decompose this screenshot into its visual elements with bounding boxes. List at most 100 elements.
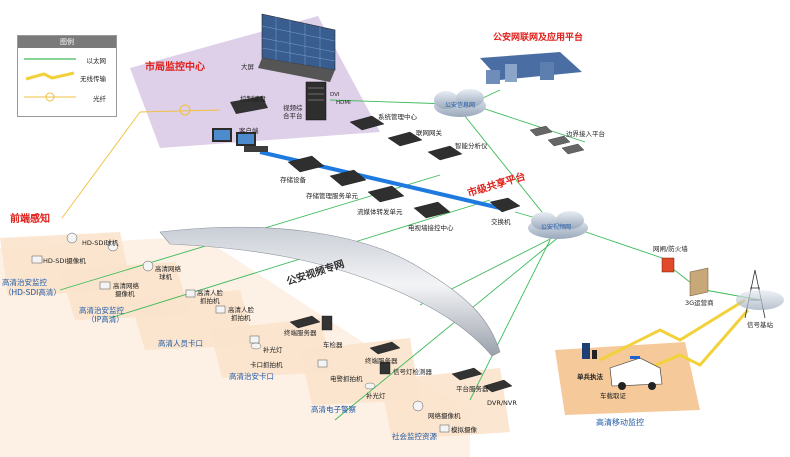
police-platform-building [480, 52, 582, 84]
face-cam-a-label-2: 抓拍机 [200, 297, 220, 305]
fill-light-2-label: 补光灯 [366, 392, 386, 400]
switch-label: 交换机 [491, 218, 511, 226]
border-access-devices [529, 125, 585, 155]
legend-box: 图例 以太网 无线传输 光纤 [17, 35, 117, 117]
system-mgmt-label: 系统管理中心 [378, 113, 417, 121]
hdmi-label: HDMI [336, 100, 351, 106]
signal-detector-label: 信号灯检测器 [393, 368, 432, 376]
stream-label: 流媒体转发单元 [357, 208, 403, 216]
legend-fiber: 光纤 [18, 90, 116, 104]
cloud-info-net [434, 89, 486, 117]
signal-detector-device [379, 361, 391, 375]
platform-server-label: 平台服务器 [456, 385, 489, 393]
single-police-device [582, 343, 597, 359]
base-station-label: 信号基站 [747, 321, 773, 329]
video-platform-server [305, 81, 327, 121]
border-label: 边界接入平台 [566, 130, 605, 138]
firewall-label: 网闸/防火墙 [653, 245, 688, 253]
title-mobile-monitoring: 高清移动监控 [596, 418, 644, 427]
checkpoint-tile [210, 318, 333, 378]
face-cam-b-label-2: 抓拍机 [231, 314, 251, 322]
ip-ball-cam [142, 260, 154, 272]
tvwall-label: 电视墙接控中心 [408, 224, 454, 232]
police-cam [317, 359, 328, 368]
checkpoint-label: 高清治安卡口 [229, 372, 274, 381]
system-mgmt-device [349, 115, 385, 131]
analysis-label: 智能分析仪 [455, 142, 488, 150]
video-net-label: 公安视频网 [541, 224, 572, 231]
legend-title: 图例 [18, 36, 116, 48]
legend-fiber-label: 光纤 [93, 95, 106, 103]
ip-group-label-1: 高清治安监控 [79, 306, 124, 315]
terminal-server-2-label: 终端服务器 [365, 357, 398, 365]
stream-device [367, 185, 405, 203]
fill-light-1-label: 补光灯 [263, 346, 283, 354]
ip-cam-label-1: 高清网络 [113, 282, 139, 290]
gateway-label: 联网网关 [416, 129, 442, 137]
ip-ball-label-2: 球机 [159, 273, 172, 281]
social-resources-label: 社会监控资源 [392, 432, 437, 441]
legend-wireless: 无线传输 [18, 70, 116, 84]
operator-label: 3G运营商 [685, 299, 714, 307]
storage-mgmt-device [329, 169, 367, 187]
cloud-video-net [528, 211, 588, 239]
vehicle-detector-label: 车检器 [323, 341, 343, 349]
tvwall-device [413, 201, 451, 219]
storage-label: 存储设备 [280, 176, 306, 184]
title-city-center: 市局监控中心 [145, 62, 205, 73]
keyboard-label: 控制键盘 [240, 95, 266, 103]
analog-cam-label: 模拟摄像 [451, 426, 477, 434]
vehicle-label: 车载取证 [600, 392, 626, 400]
face-cam-b [215, 305, 226, 314]
wireless-link-1 [599, 298, 746, 362]
dvr-nvr-device [483, 379, 513, 393]
fill-light-1-device [250, 342, 262, 350]
firewall-device [661, 257, 675, 273]
keyboard-device [230, 96, 268, 114]
face-cam-a [185, 289, 196, 298]
face-cam-a-label-1: 高清人脸 [197, 289, 223, 297]
title-police-platform: 公安网联网及应用平台 [493, 33, 584, 43]
gate-cam [249, 335, 260, 344]
ip-group-label-2: （IP高清） [87, 315, 124, 324]
ip-cam-label-2: 摄像机 [115, 290, 135, 298]
hdsdi-group-label-1: 高清治安监控 [2, 278, 47, 287]
platform-server-device [451, 367, 483, 381]
fill-light-2-device [364, 382, 376, 390]
legend-wireless-label: 无线传输 [80, 75, 106, 83]
e-police-label: 高清电子警察 [311, 405, 356, 414]
info-net-label: 公安信息网 [445, 102, 476, 109]
dvr-nvr-label: DVR/NVR [487, 399, 517, 407]
network-cam-device [412, 400, 424, 412]
ip-cam [99, 281, 111, 290]
hdsdi-cam-label: HD-SDI摄像机 [43, 257, 86, 265]
operator-box [689, 267, 709, 297]
client-workstation [212, 128, 268, 152]
analog-cam-device [439, 424, 450, 433]
hdsdi-ball-cam [66, 232, 78, 244]
video-platform-label-2: 合平台 [283, 112, 303, 120]
legend-ethernet: 以太网 [18, 52, 116, 66]
big-screen-label: 大屏 [241, 63, 254, 71]
gate-capture-label: 卡口抓拍机 [250, 361, 283, 369]
title-front-perception: 前端感知 [10, 214, 50, 225]
gateway-device [387, 131, 423, 147]
ip-ball-label-1: 高清网络 [155, 265, 181, 273]
switch-device [489, 197, 521, 213]
storage-device [287, 155, 325, 173]
network-cam-label: 网络摄像机 [428, 412, 461, 420]
person-checkpoint-label: 高清人员卡口 [158, 339, 203, 348]
fiber-line-icon [24, 92, 76, 102]
big-screen-wall [258, 13, 336, 82]
single-police-label: 单兵执法 [577, 373, 603, 381]
police-capture-label: 电警抓拍机 [330, 375, 363, 383]
hdsdi-ball-label: HD-SDI球机 [82, 239, 119, 247]
terminal-server-2-device [369, 341, 401, 355]
analysis-device [427, 145, 463, 161]
video-platform-label-1: 视频综 [283, 104, 303, 112]
face-cam-b-label-1: 高清人脸 [228, 306, 254, 314]
dvi-label: DVI [330, 92, 340, 98]
police-vehicle [609, 356, 663, 390]
